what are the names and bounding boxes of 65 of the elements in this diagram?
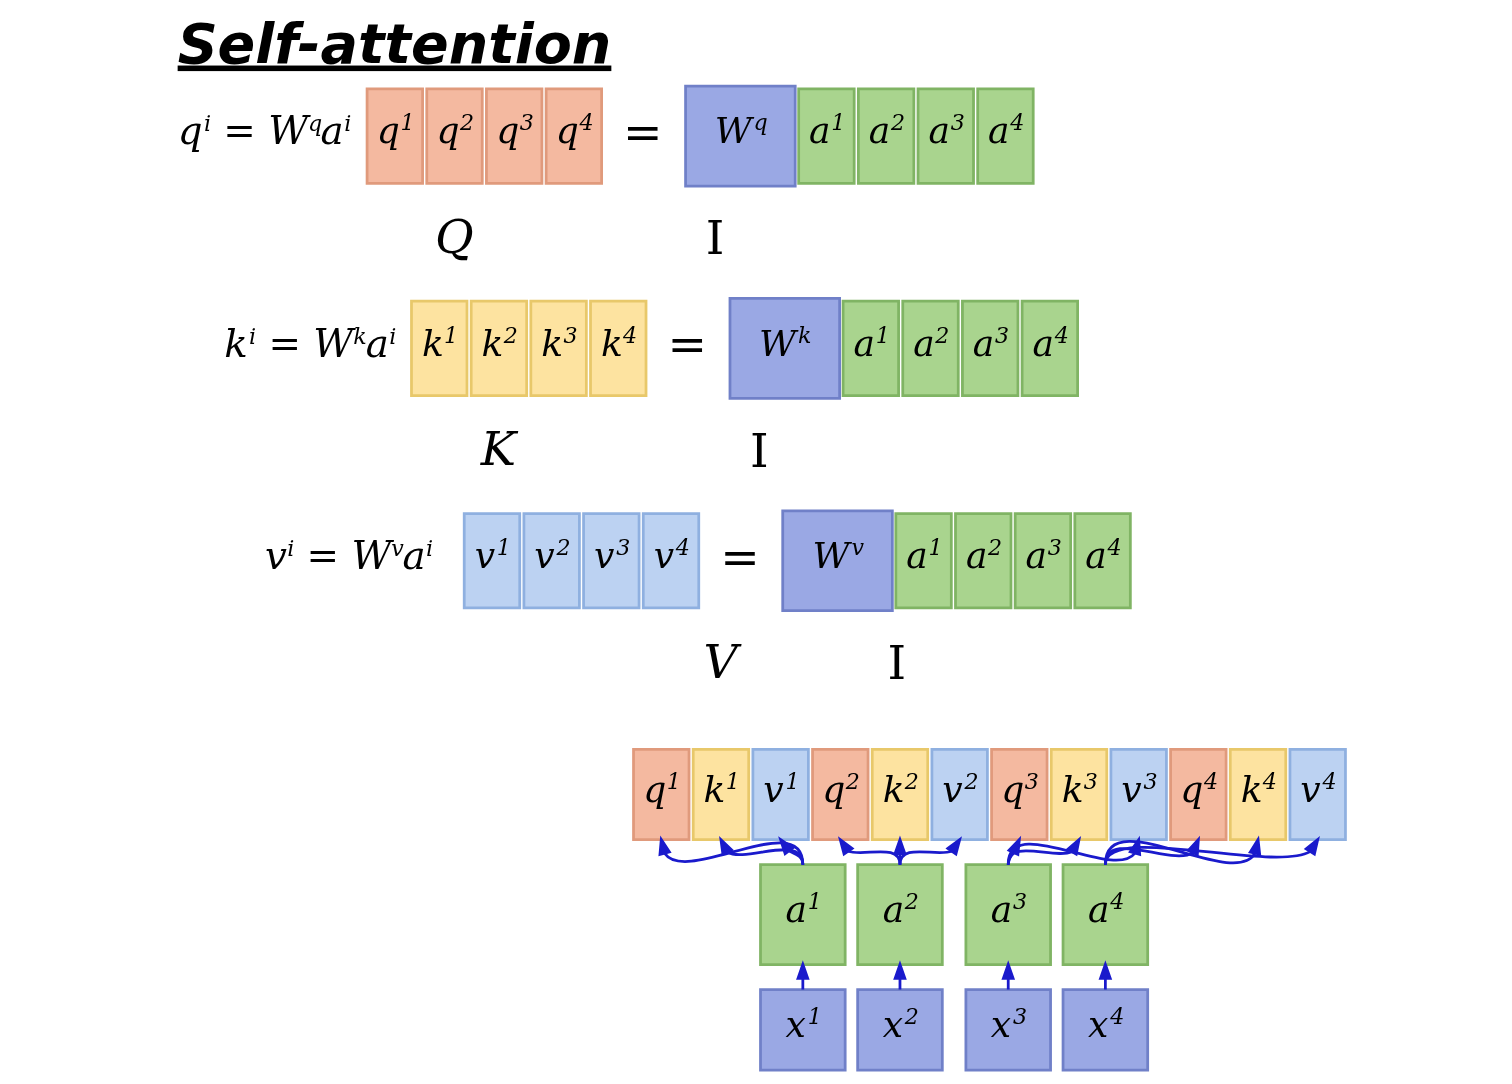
node-box: a$^{4}$ bbox=[976, 87, 1035, 185]
label: = bbox=[720, 528, 760, 584]
label: = bbox=[667, 316, 708, 372]
arrow bbox=[658, 835, 805, 865]
node-box: k$^{1}$ bbox=[691, 748, 751, 842]
arrow bbox=[778, 836, 805, 865]
label: I bbox=[750, 422, 769, 478]
node-box: a$^{4}$ bbox=[1073, 512, 1132, 610]
node-box: x$^{3}$ bbox=[964, 988, 1052, 1072]
node-box: a$^{2}$ bbox=[954, 512, 1013, 610]
node-box: a$^{4}$ bbox=[1061, 863, 1150, 966]
node-box: a$^{1}$ bbox=[797, 87, 856, 185]
node-box: v$^{4}$ bbox=[1288, 748, 1347, 842]
label: Q bbox=[435, 208, 474, 264]
node-box: q$^{3}$ bbox=[485, 87, 544, 185]
node-box: v$^{1}$ bbox=[751, 748, 810, 842]
node-box: q$^{1}$ bbox=[365, 87, 424, 185]
node-box: k$^{2}$ bbox=[870, 748, 930, 842]
label: I bbox=[705, 210, 725, 266]
node-box: a$^{1}$ bbox=[894, 512, 953, 610]
node-box: a$^{3}$ bbox=[964, 863, 1052, 966]
node-box: k$^{3}$ bbox=[529, 299, 588, 397]
label: v$^{i}$ = W$^{v}$a$^{i}$ bbox=[265, 532, 434, 578]
node-box: k$^{1}$ bbox=[410, 299, 469, 397]
node-box: k$^{4}$ bbox=[589, 299, 648, 397]
arrow bbox=[719, 835, 805, 865]
label: q$^{i}$ = W$^{q}$a$^{i}$ bbox=[177, 108, 352, 154]
label: = bbox=[623, 104, 663, 160]
node-box: x$^{4}$ bbox=[1061, 988, 1150, 1072]
node-box: a$^{2}$ bbox=[856, 863, 944, 966]
node-box: k$^{3}$ bbox=[1049, 748, 1109, 842]
node-box: k$^{4}$ bbox=[1228, 748, 1288, 842]
node-box: W$^{k}$ bbox=[728, 297, 841, 400]
node-box: q$^{4}$ bbox=[544, 87, 603, 185]
node-box: a$^{4}$ bbox=[1020, 299, 1079, 397]
node-box: a$^{3}$ bbox=[961, 299, 1020, 397]
node-box: v$^{3}$ bbox=[582, 512, 641, 610]
arrow bbox=[1001, 960, 1016, 990]
node-box: k$^{2}$ bbox=[469, 299, 529, 397]
arrow bbox=[796, 960, 810, 990]
node-box: q$^{2}$ bbox=[425, 87, 484, 185]
node-box: a$^{1}$ bbox=[841, 299, 900, 397]
node-box: v$^{1}$ bbox=[462, 512, 522, 610]
arrow bbox=[1098, 960, 1113, 990]
node-box: x$^{1}$ bbox=[759, 988, 847, 1072]
node-box: v$^{2}$ bbox=[930, 748, 989, 842]
node-box: q$^{1}$ bbox=[632, 748, 691, 842]
node-box: x$^{2}$ bbox=[856, 988, 944, 1072]
label: K bbox=[480, 421, 517, 477]
node-box: v$^{2}$ bbox=[522, 512, 581, 610]
label: k$^{i}$ = W$^{k}$a$^{i}$ bbox=[224, 320, 397, 366]
node-box: a$^{3}$ bbox=[916, 87, 975, 185]
diagram-title: Self-attention bbox=[177, 10, 612, 76]
node-box: a$^{3}$ bbox=[1013, 512, 1073, 610]
node-box: v$^{4}$ bbox=[641, 512, 701, 610]
node-box: a$^{2}$ bbox=[856, 87, 916, 185]
node-box: W$^{v}$ bbox=[781, 509, 894, 613]
label: I bbox=[887, 634, 907, 690]
node-box: a$^{1}$ bbox=[759, 863, 847, 966]
node-box: q$^{3}$ bbox=[990, 748, 1049, 842]
node-box: q$^{2}$ bbox=[811, 748, 870, 842]
node-box: W$^{q}$ bbox=[684, 84, 797, 188]
node-box: a$^{2}$ bbox=[901, 299, 960, 397]
node-box: q$^{4}$ bbox=[1169, 748, 1228, 842]
node-box: v$^{3}$ bbox=[1109, 748, 1168, 842]
